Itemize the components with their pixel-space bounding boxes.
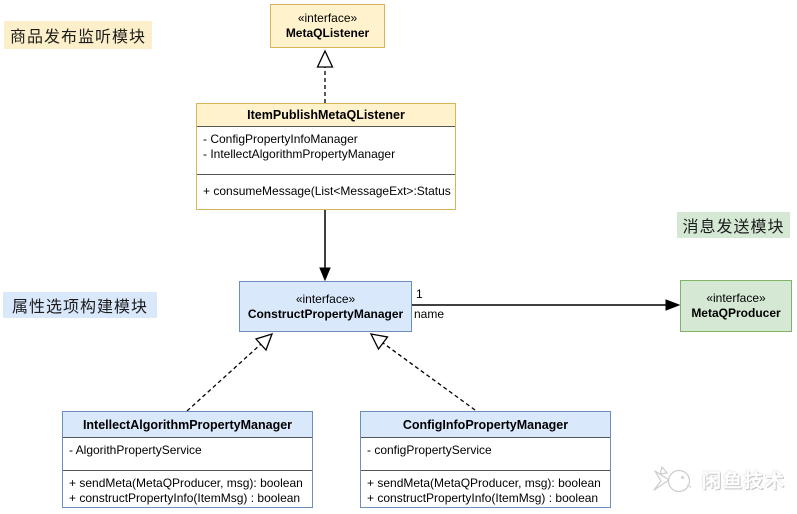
realization-arrow-configinfo-to-construct — [369, 333, 476, 411]
method: + sendMeta(MetaQProducer, msg): boolean — [367, 476, 601, 490]
watermark-text: 闲鱼技术 — [702, 470, 787, 492]
class-name: ConstructPropertyManager — [247, 306, 404, 321]
association-arrow-itempublish-to-construct — [319, 210, 331, 282]
module-label-property-build: 属性选项构建模块 — [3, 292, 157, 318]
method: + sendMeta(MetaQProducer, msg): boolean — [69, 476, 303, 490]
method: + consumeMessage(List<MessageExt>:Status — [203, 184, 451, 198]
class-intellectalgorithmpropertymanager: IntellectAlgorithmPropertyManager - Algo… — [62, 411, 313, 508]
module-label-message-send: 消息发送模块 — [677, 212, 790, 238]
class-configinfopropertymanager: ConfigInfoPropertyManager - configProper… — [360, 411, 611, 508]
stereotype-label: «interface» — [297, 11, 358, 25]
attributes-section: - AlgorithPropertyService — [63, 437, 312, 470]
realization-arrow-intellect-to-construct — [186, 332, 274, 412]
watermark: 闲鱼技术 — [651, 455, 796, 503]
realization-arrow-itempublish-to-metaqlistener — [316, 49, 334, 103]
methods-section: + sendMeta(MetaQProducer, msg): boolean … — [63, 470, 312, 507]
xianyu-fish-logo-icon — [653, 466, 692, 493]
methods-section: + consumeMessage(List<MessageExt>:Status — [197, 174, 455, 209]
class-constructpropertymanager: «interface» ConstructPropertyManager — [239, 281, 412, 332]
attribute: - IntellectAlgorithmPropertyManager — [203, 147, 396, 161]
class-name: ItemPublishMetaQListener — [197, 104, 455, 126]
attribute: - AlgorithPropertyService — [69, 443, 202, 457]
edge-multiplicity-label: 1 — [416, 287, 423, 301]
module-label-publish-listener: 商品发布监听模块 — [4, 21, 152, 49]
method: + constructPropertyInfo(ItemMsg) : boole… — [367, 491, 599, 505]
class-metaqlistener: «interface» MetaQListener — [270, 4, 385, 48]
class-metaqproducer: «interface» MetaQProducer — [680, 280, 792, 332]
edge-role-label: name — [414, 307, 445, 321]
method: + constructPropertyInfo(ItemMsg) : boole… — [69, 491, 301, 505]
association-arrow-construct-to-producer — [412, 299, 681, 311]
stereotype-label: «interface» — [706, 291, 766, 305]
class-name: MetaQProducer — [691, 306, 781, 320]
class-itempublishmetaqlistener: ItemPublishMetaQListener - ConfigPropert… — [196, 103, 456, 210]
attributes-section: - ConfigPropertyInfoManager - IntellectA… — [197, 126, 455, 174]
methods-section: + sendMeta(MetaQProducer, msg): boolean … — [361, 470, 610, 507]
stereotype-label: «interface» — [295, 291, 356, 306]
class-name: ConfigInfoPropertyManager — [361, 412, 610, 437]
attribute: - ConfigPropertyInfoManager — [203, 132, 358, 146]
attributes-section: - configPropertyService — [361, 437, 610, 470]
class-name: IntellectAlgorithmPropertyManager — [63, 412, 312, 437]
attribute: - configPropertyService — [367, 443, 492, 457]
class-name: MetaQListener — [285, 26, 370, 40]
